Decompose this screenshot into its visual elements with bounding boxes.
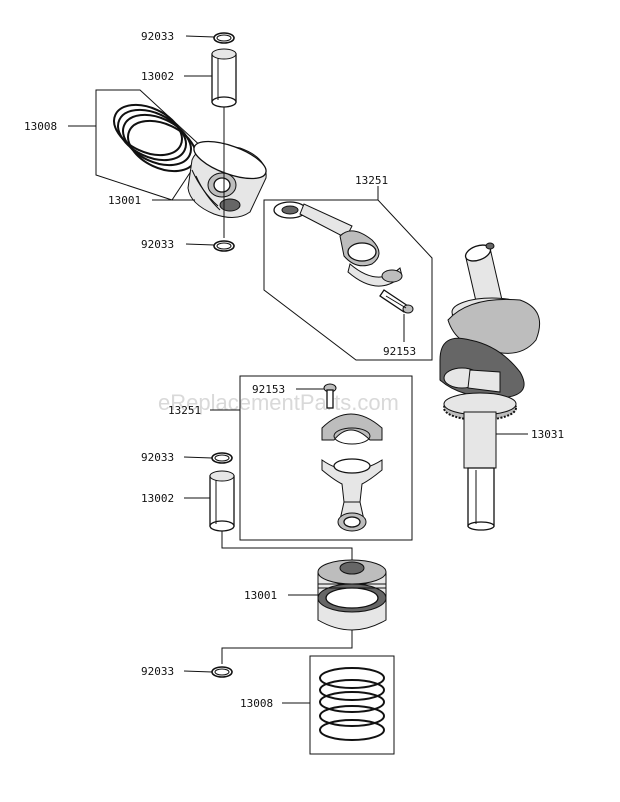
- piston-pin-top[interactable]: [211, 48, 237, 108]
- callout-13002[interactable]: 13002: [141, 70, 174, 83]
- leader-line: [221, 531, 353, 562]
- callout-92033-b[interactable]: 92033: [141, 238, 174, 251]
- callout-92153[interactable]: 92153: [383, 345, 416, 358]
- callout-13008[interactable]: 13008: [24, 120, 57, 133]
- rod-bolt-bottom[interactable]: [323, 383, 337, 409]
- leader-line: [185, 35, 215, 38]
- watermark: eReplacementParts.com: [158, 390, 399, 415]
- callout-13031[interactable]: 13031: [531, 428, 564, 441]
- retaining-ring-top-2[interactable]: [213, 240, 235, 252]
- leader-line: [183, 456, 213, 459]
- piston-pin-bottom[interactable]: [209, 470, 235, 532]
- connecting-rod-box-bottom: [239, 375, 413, 541]
- retaining-ring-bottom[interactable]: [211, 452, 233, 464]
- callout-92033[interactable]: 92033: [141, 30, 174, 43]
- leader-line: [221, 630, 353, 664]
- retaining-ring-top[interactable]: [213, 32, 235, 44]
- piston-bottom[interactable]: [317, 559, 387, 631]
- crankshaft[interactable]: [439, 242, 540, 531]
- callout-13251[interactable]: 13251: [355, 174, 388, 187]
- callout-92033-d[interactable]: 92033: [141, 665, 174, 678]
- callout-13008-b[interactable]: 13008: [240, 697, 273, 710]
- piston-ring-set-bottom[interactable]: [319, 667, 385, 741]
- connecting-rod-bottom[interactable]: [321, 413, 383, 532]
- callout-13251-b[interactable]: 13251: [168, 404, 201, 417]
- piston-ring-set-bottom-box: [309, 655, 395, 755]
- leader-line: [185, 243, 215, 246]
- callout-13002-b[interactable]: 13002: [141, 492, 174, 505]
- piston-top[interactable]: [187, 134, 270, 218]
- callout-92153-b[interactable]: 92153: [252, 383, 285, 396]
- rod-bolt-top[interactable]: [379, 289, 414, 314]
- callout-13001-b[interactable]: 13001: [244, 589, 277, 602]
- leader-line: [183, 670, 213, 673]
- callout-92033-c[interactable]: 92033: [141, 451, 174, 464]
- connecting-rod-top[interactable]: [273, 201, 403, 287]
- retaining-ring-bottom-2[interactable]: [211, 666, 233, 678]
- callout-13001[interactable]: 13001: [108, 194, 141, 207]
